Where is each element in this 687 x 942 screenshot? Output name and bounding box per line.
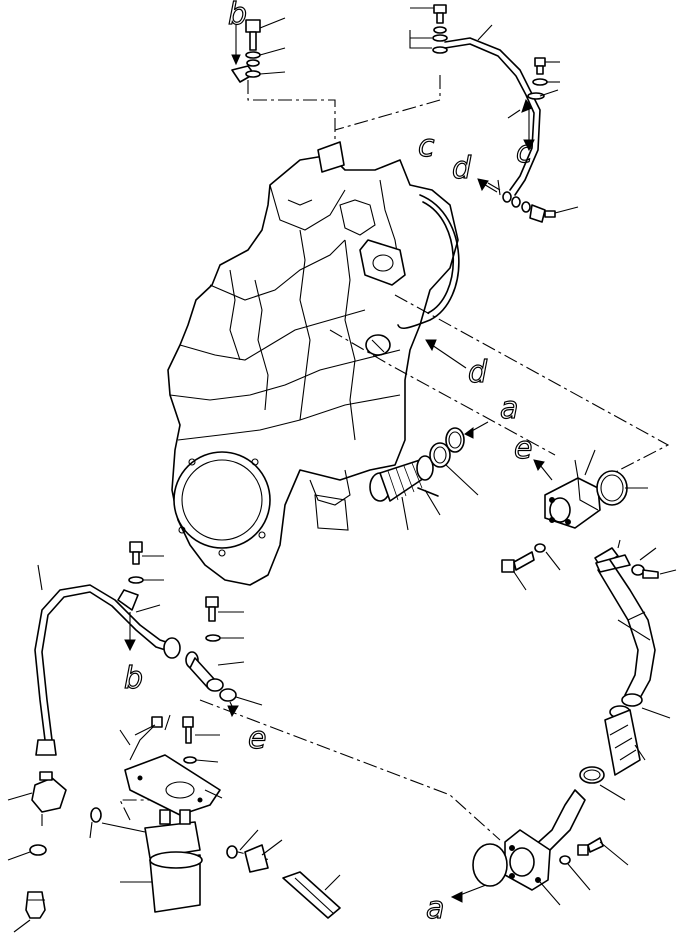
right-elbow-pipe xyxy=(579,559,671,801)
left-bolts xyxy=(128,541,245,666)
left-hose xyxy=(34,564,263,756)
top-right-tube xyxy=(409,4,579,223)
ref-letter-e-pump: e xyxy=(514,431,532,466)
bottom-left-fittings xyxy=(7,771,67,933)
ref-letter-d-housing: d xyxy=(468,355,488,390)
ref-letter-c-housing: c xyxy=(418,129,435,164)
pump-group xyxy=(501,449,677,591)
ref-letter-b-top: b xyxy=(228,0,247,32)
filter-assembly xyxy=(89,714,341,919)
ref-letter-c-top: c xyxy=(516,135,533,170)
reference-letters: b b c c d d a a e e xyxy=(123,0,533,927)
top-left-fitting xyxy=(231,17,286,83)
ref-letter-a-strainer: a xyxy=(500,391,518,426)
strainer-group xyxy=(369,421,489,531)
ref-letter-a-bottom: a xyxy=(426,891,444,926)
ref-letter-b-bottom: b xyxy=(124,661,143,696)
bottom-right-flange xyxy=(450,789,629,906)
transmission-housing xyxy=(167,141,460,586)
ref-letter-e-hose: e xyxy=(248,721,266,756)
ref-letter-d-top: d xyxy=(452,151,472,186)
